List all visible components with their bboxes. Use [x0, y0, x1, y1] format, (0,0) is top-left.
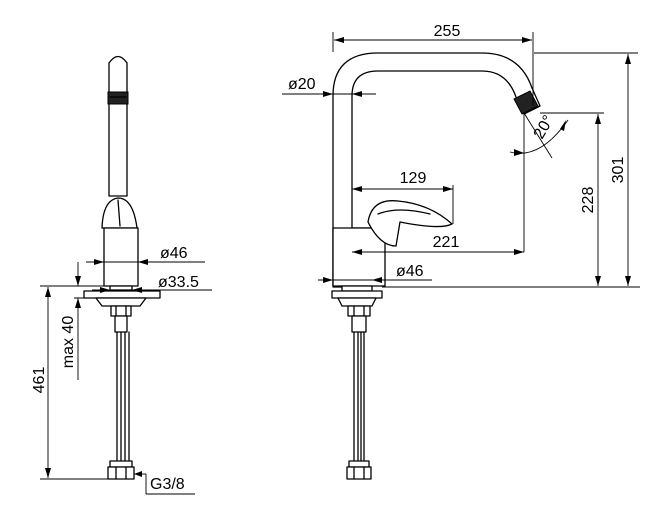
dim-front-base-diameter: ø33.5 — [158, 274, 199, 291]
side-aerator — [513, 90, 539, 115]
side-view — [331, 52, 541, 480]
dim-front-max: max 40 — [60, 316, 77, 369]
dim-side-aerator-offset: 221 — [433, 234, 460, 251]
front-body — [103, 227, 139, 287]
front-fixing-plate — [95, 297, 147, 307]
dim-side-lever-reach: 129 — [400, 170, 427, 187]
dim-front-height: 461 — [31, 367, 48, 394]
side-threaded-rod — [351, 315, 367, 333]
side-base-plate — [331, 290, 383, 299]
front-nut — [110, 305, 132, 317]
front-hose-fitting-top — [109, 460, 133, 468]
front-threaded-rod — [114, 315, 128, 333]
dim-side-spout-diameter: ø20 — [288, 76, 316, 93]
dim-side-overall-height: 301 — [610, 157, 627, 184]
dim-side-outlet-height: 228 — [580, 187, 597, 214]
front-hose-fitting-nut — [107, 466, 135, 480]
front-base-ring — [109, 285, 133, 291]
dim-side-reach: 255 — [434, 23, 461, 40]
side-hose-fitting-nut — [346, 466, 372, 480]
side-fixing-plate — [337, 297, 377, 307]
front-aerator — [107, 91, 129, 105]
front-spout-tube — [108, 55, 128, 197]
front-dimensions: 461 max 40 ø46 ø33.5 G3/8 — [31, 245, 212, 495]
front-base-plate — [83, 290, 161, 299]
side-hose-fitting-top — [348, 460, 370, 468]
dim-front-body-diameter: ø46 — [160, 245, 188, 262]
side-dimensions: 255 ø20 20° 129 221 ø46 2 — [282, 23, 640, 288]
side-lever — [367, 200, 453, 247]
side-body — [332, 227, 386, 287]
dim-side-base-diameter: ø46 — [396, 263, 424, 280]
side-base-ring — [341, 285, 373, 292]
side-nut — [347, 305, 371, 317]
dim-front-thread: G3/8 — [150, 476, 185, 493]
front-view — [83, 55, 161, 480]
